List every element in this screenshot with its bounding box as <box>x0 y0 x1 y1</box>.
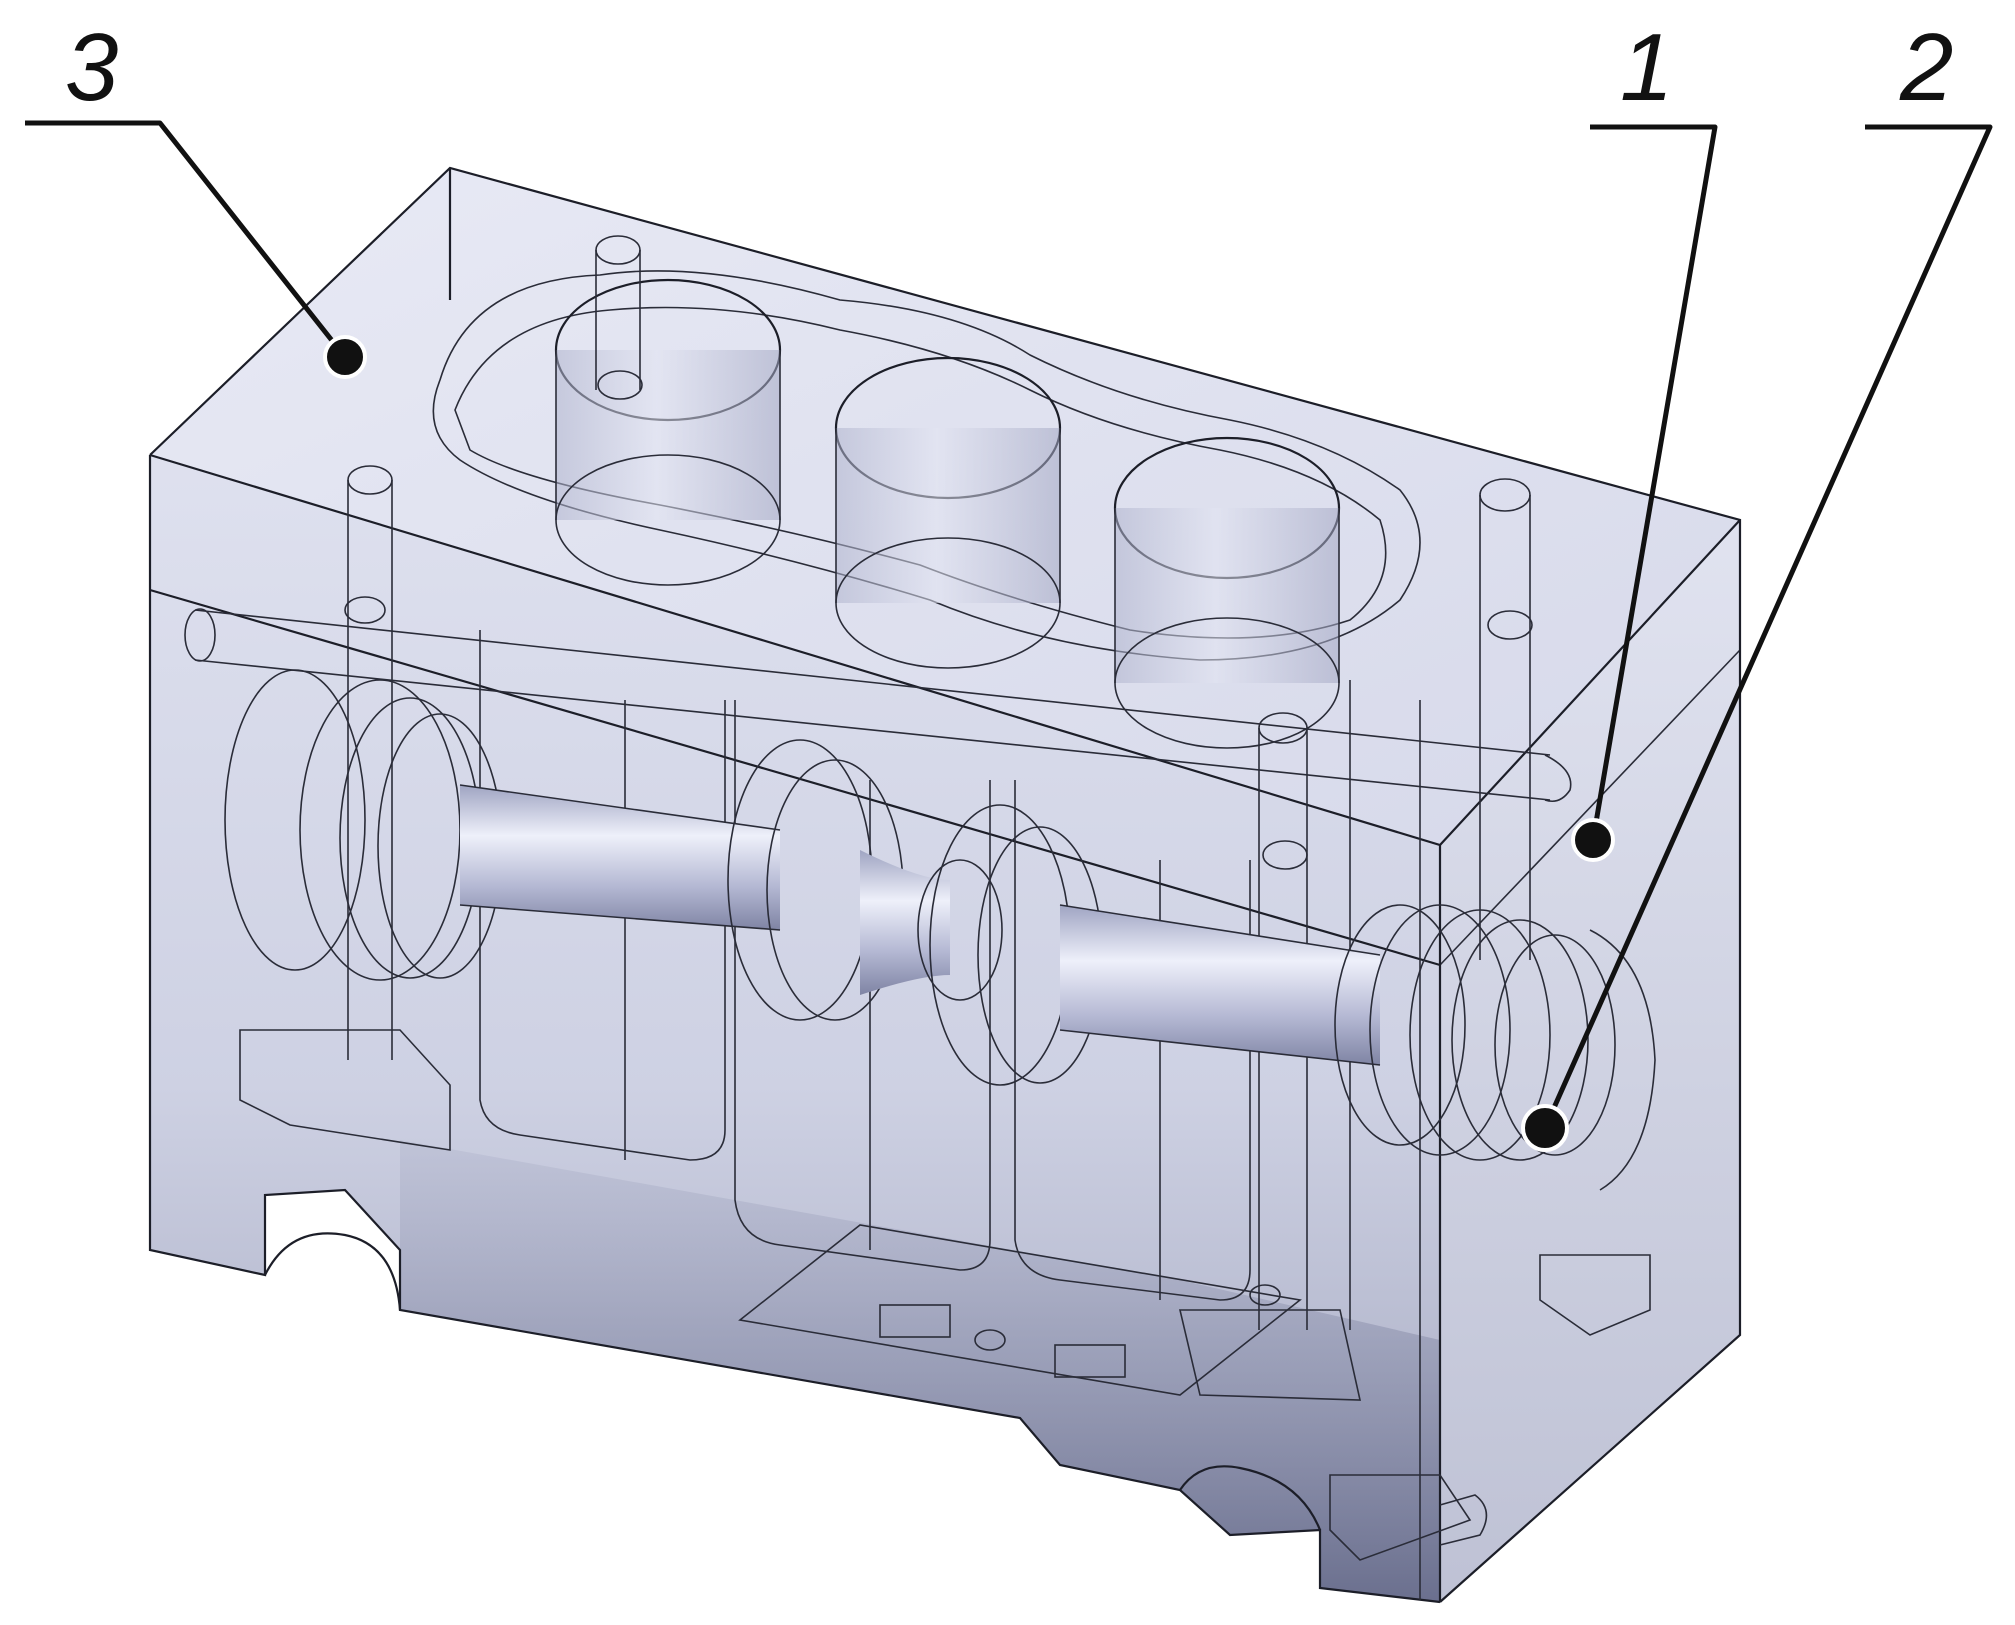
lower-cavity-shadow <box>400 1140 1440 1602</box>
bore-left <box>554 278 782 586</box>
callout-3-dot <box>323 335 367 379</box>
top-bores <box>184 235 1572 1330</box>
callout-1-dot <box>1571 818 1615 862</box>
shaft-end-face <box>1494 934 1616 1156</box>
housing-block <box>148 166 1742 1604</box>
bore-middle <box>834 356 1062 669</box>
shaft-assembly <box>224 669 1656 1191</box>
bolt-holes <box>344 235 1533 1330</box>
side-pipe <box>184 608 1572 803</box>
callout-2-label: 2 <box>1899 14 1953 121</box>
bore-right <box>1113 436 1341 749</box>
internal-webs <box>239 630 1651 1600</box>
housing-side-face <box>1440 520 1740 1602</box>
left-end-bore <box>224 669 366 971</box>
callout-3-label: 3 <box>65 14 118 121</box>
callout-3-group: 3 <box>25 14 367 379</box>
callout-1-group: 1 <box>1571 14 1718 862</box>
callout-2-dot <box>1521 1104 1569 1152</box>
callout-2-group: 2 <box>1521 14 1993 1152</box>
callout-1-label: 1 <box>1620 14 1673 121</box>
